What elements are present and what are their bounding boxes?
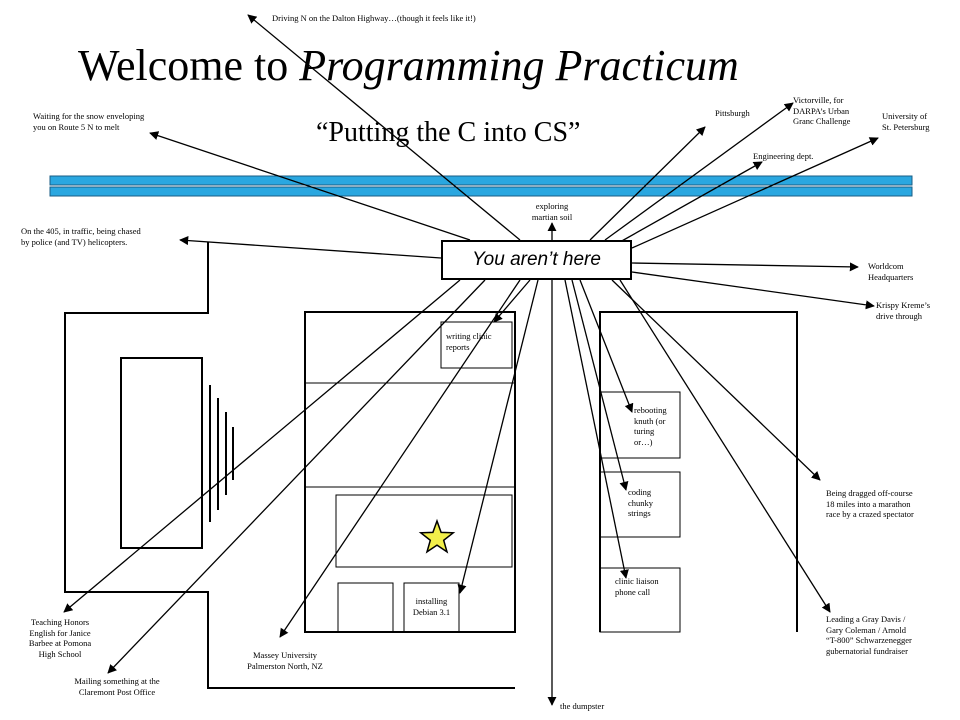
label-dumpster: the dumpster <box>560 701 605 711</box>
arrow-pittsburgh <box>589 126 706 241</box>
label-coding: coding chunky strings <box>628 487 654 518</box>
arrow-snow <box>149 131 471 241</box>
arrow-gray-davis <box>619 279 831 613</box>
label-massey: Massey University Palmerston North, NZ <box>247 650 323 671</box>
arrow-krispy <box>631 271 875 310</box>
label-stpetersburg: University of St. Petersburg <box>882 111 930 132</box>
label-debian: installing Debian 3.1 <box>412 596 451 617</box>
coding-box <box>599 471 681 538</box>
you-are-here-box: You aren’t here <box>441 240 632 280</box>
page-subtitle: “Putting the C into CS” <box>316 117 581 148</box>
arrow-coding <box>571 279 629 491</box>
label-pittsburgh: Pittsburgh <box>715 108 750 118</box>
arrow-victorville <box>604 102 794 241</box>
label-honors: Teaching Honors English for Janice Barbe… <box>28 617 92 659</box>
left-building-wall <box>64 242 515 689</box>
arrow-dalton <box>247 14 521 241</box>
rebooting-box <box>599 391 681 459</box>
arrow-post-office <box>107 279 486 674</box>
arrow-rebooting <box>579 279 634 413</box>
middle-building <box>304 311 516 633</box>
label-engineering: Engineering dept. <box>753 151 814 161</box>
title-italic: Programming Practicum <box>299 41 739 90</box>
writing-box <box>440 321 513 369</box>
arrow-massey <box>279 279 521 638</box>
label-rebooting: rebooting knuth (or turing or…) <box>634 405 667 447</box>
label-victorville: Victorville, for DARPA’s Urban Granc Cha… <box>793 95 851 126</box>
label-krispy: Krispy Kreme’s drive through <box>876 300 931 321</box>
arrow-honors <box>63 279 461 613</box>
label-dalton: Driving N on the Dalton Highway…(though … <box>272 13 476 23</box>
left-room <box>120 357 203 549</box>
arrow-405 <box>179 236 442 259</box>
star-marker <box>418 518 456 554</box>
arrow-engineering <box>619 161 763 243</box>
label-gray-davis: Leading a Gray Davis / Gary Coleman / Ar… <box>826 614 912 656</box>
clinic-box <box>599 567 681 633</box>
arrow-worldcom <box>631 262 859 272</box>
arrow-stpetersburg <box>631 137 879 249</box>
label-405: On the 405, in traffic, being chased by … <box>21 226 141 247</box>
arrows <box>63 14 879 706</box>
page-title: Welcome to Programming Practicum <box>78 40 739 92</box>
label-worldcom: Worldcom Headquarters <box>868 261 914 282</box>
blue-bar-top <box>49 175 913 186</box>
arrow-debian <box>457 279 539 594</box>
label-marathon: Being dragged off-course 18 miles into a… <box>826 488 914 519</box>
title-plain: Welcome to <box>78 41 300 90</box>
label-writing: writing clinic reports <box>446 331 492 352</box>
arrow-writing <box>493 279 531 323</box>
label-post-office: Mailing something at the Claremont Post … <box>74 676 160 697</box>
debian-box <box>403 582 460 633</box>
label-martian: exploring martian soil <box>531 201 573 222</box>
label-snow: Waiting for the snow enveloping you on R… <box>33 111 145 132</box>
arrow-marathon <box>611 279 821 481</box>
inner-room <box>335 494 513 568</box>
arrow-clinic <box>564 279 629 579</box>
blue-bar-bottom <box>49 186 913 197</box>
label-clinic: clinic liaison phone call <box>615 576 659 597</box>
small-room <box>337 582 394 633</box>
